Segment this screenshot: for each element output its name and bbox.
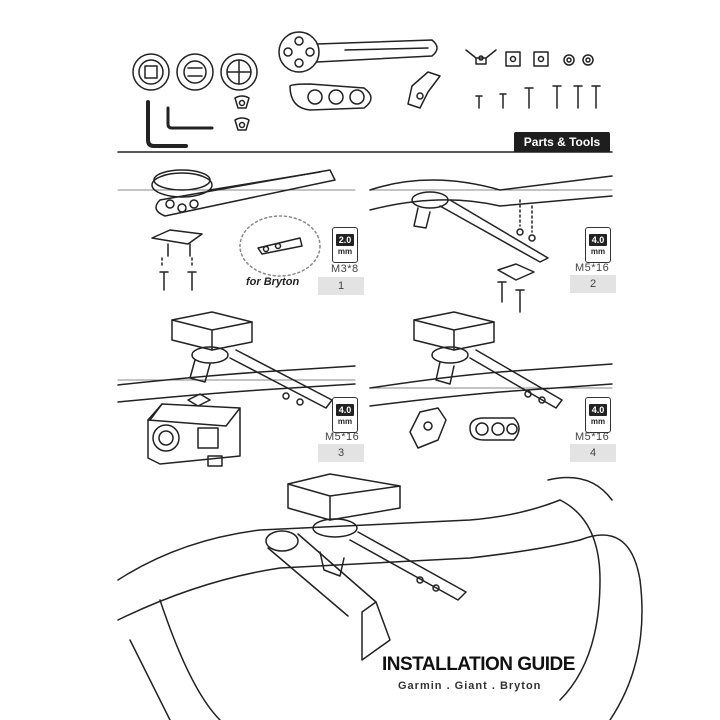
hex-key-size-icon: 2.0 mm (332, 227, 358, 263)
step-number-box: 3 (318, 444, 364, 462)
round-mount-3-icon (220, 53, 258, 91)
step-number-box: 4 (570, 444, 616, 462)
hex-key-size-icon: 4.0 mm (585, 227, 611, 263)
clip-2-icon (234, 117, 250, 131)
final-assembly-illustration (117, 473, 643, 720)
tool-unit: mm (337, 247, 353, 256)
bryton-note: for Bryton (246, 276, 300, 288)
tool-size: 4.0 (335, 404, 355, 416)
tool-unit: mm (590, 247, 606, 256)
washer-2-icon (582, 54, 594, 66)
step2-illustration (369, 175, 613, 313)
step4-illustration (369, 311, 613, 449)
tool-unit: mm (590, 417, 606, 426)
tool-size: 2.0 (335, 234, 355, 246)
hex-key-size-icon: 4.0 mm (585, 397, 611, 433)
clip-1-icon (234, 95, 250, 109)
hex-key-2-icon (166, 106, 214, 130)
parts-and-tools-tab: Parts & Tools (514, 132, 610, 152)
screws-row-icon (475, 85, 601, 109)
bent-adapter-icon (407, 71, 441, 109)
tool-size: 4.0 (588, 404, 608, 416)
screw-spec: M5*16 (325, 431, 360, 443)
round-mount-1-icon (132, 53, 170, 91)
screw-spec: M3*8 (331, 263, 359, 275)
hex-key-1-icon (146, 100, 188, 148)
spacer-plate-icon (289, 83, 372, 111)
washer-1-icon (563, 54, 575, 66)
bracket-icon (465, 49, 497, 65)
step3-illustration (117, 311, 356, 467)
step-number-box: 1 (318, 277, 364, 295)
step-number-box: 2 (570, 275, 616, 293)
screw-spec: M5*16 (575, 262, 610, 274)
screw-spec: M5*16 (575, 431, 610, 443)
extension-arm-icon (278, 31, 438, 73)
round-mount-2-icon (176, 53, 214, 91)
square-nut-1-icon (505, 51, 521, 67)
step1-illustration (151, 169, 336, 291)
tool-unit: mm (337, 417, 353, 426)
square-nut-2-icon (533, 51, 549, 67)
guide-subtitle: Garmin . Giant . Bryton (398, 680, 542, 692)
guide-title: INSTALLATION GUIDE (382, 654, 575, 675)
hex-key-size-icon: 4.0 mm (332, 397, 358, 433)
tool-size: 4.0 (588, 234, 608, 246)
